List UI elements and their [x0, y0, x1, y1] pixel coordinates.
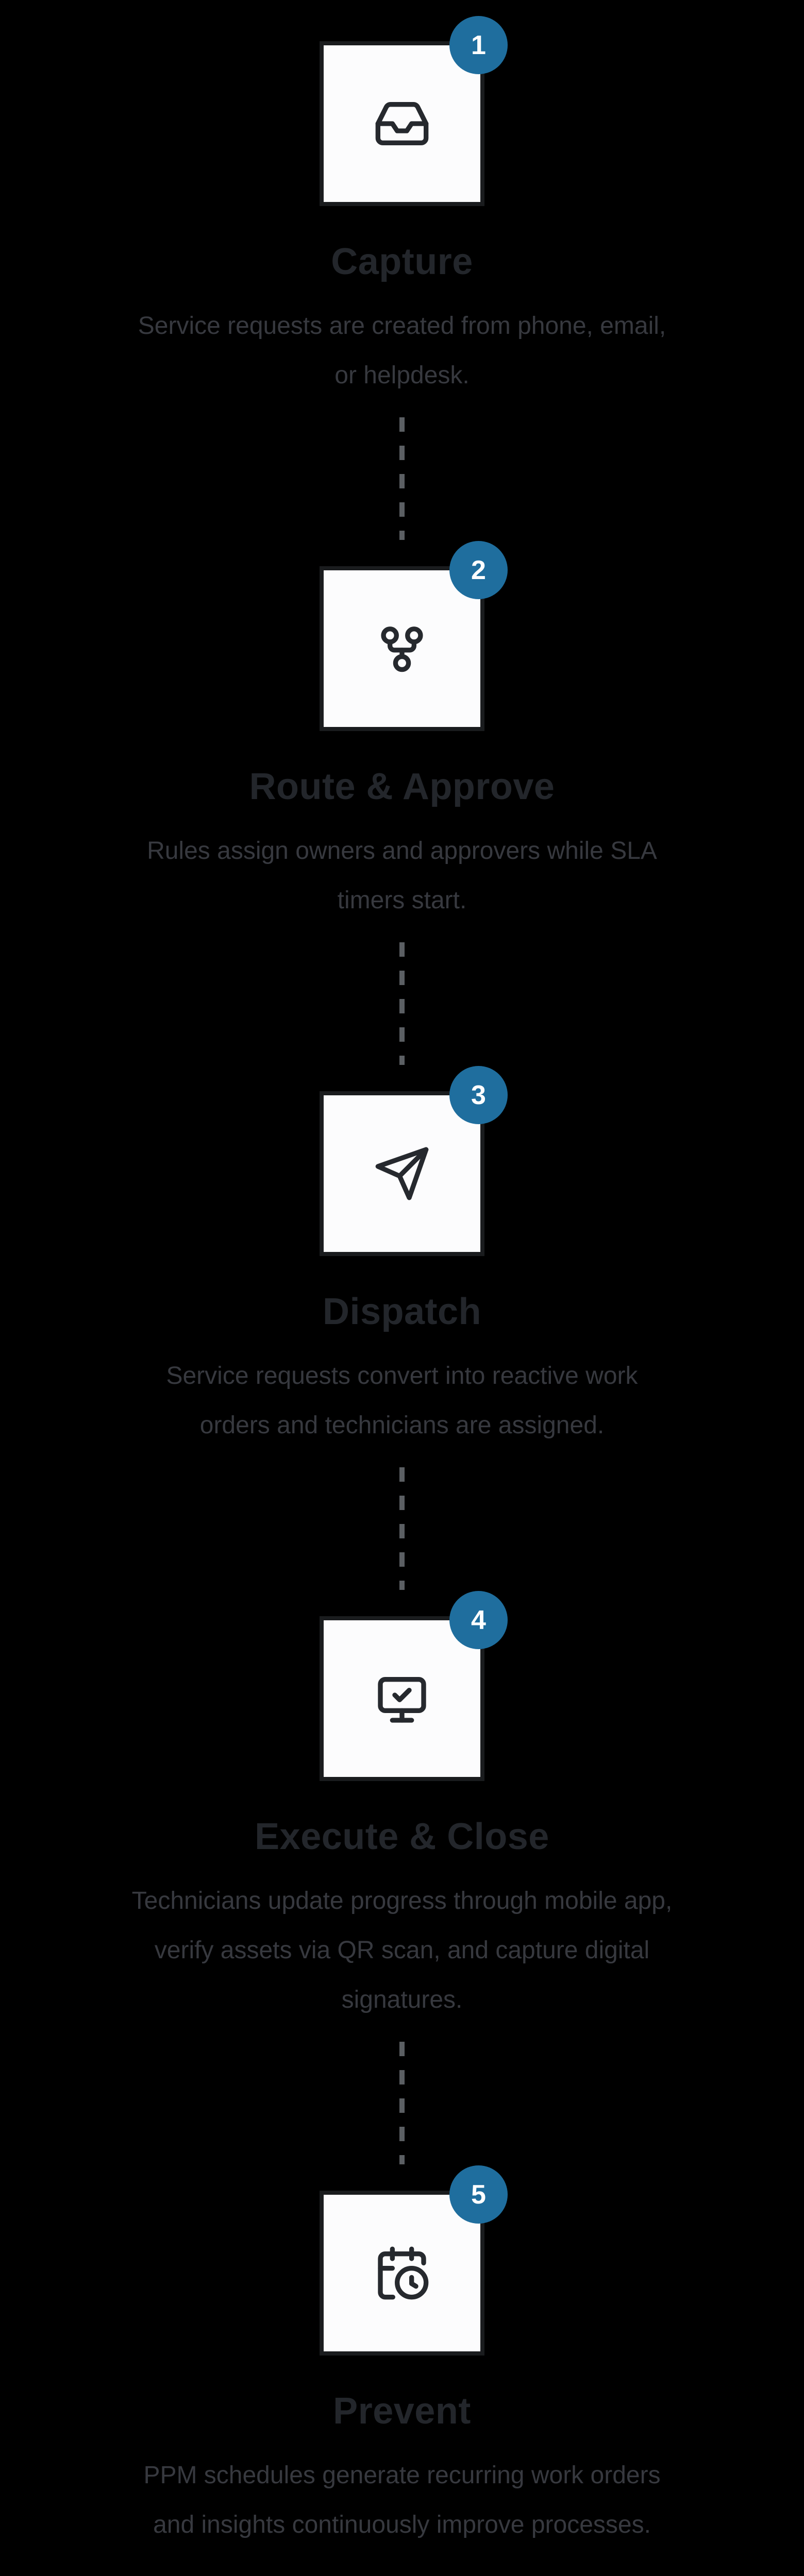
step-number-badge: 3	[449, 1066, 508, 1124]
step-title: Prevent	[333, 2391, 471, 2432]
monitor-check-icon	[378, 1677, 426, 1723]
step-prevent: 5 Prevent PPM schedules generate recurri…	[143, 2165, 661, 2550]
inbox-icon	[375, 102, 429, 146]
step-card: 4	[319, 1591, 508, 1781]
step-title: Execute & Close	[255, 1816, 549, 1857]
connector-dashed-line	[399, 1467, 405, 1590]
step-description: Technicians update progress through mobi…	[131, 1887, 673, 2013]
calendar-clock-icon	[378, 2246, 429, 2300]
step-execute-close: 4 Execute & Close Technicians update pro…	[131, 1591, 673, 2025]
step-number-badge: 5	[449, 2165, 508, 2224]
step-number-badge: 4	[449, 1591, 508, 1649]
step-description: PPM schedules generate recurring work or…	[143, 2462, 661, 2538]
step-title: Dispatch	[322, 1291, 482, 1332]
step-card: 1	[320, 16, 508, 206]
step-description: Rules assign owners and approvers while …	[147, 837, 657, 914]
step-card: 3	[319, 1066, 508, 1256]
step-route-approve: 2 Route & Approve Rules assign owners an…	[147, 541, 657, 925]
step-description: Service requests are created from phone,…	[138, 312, 666, 389]
step-number-badge: 2	[449, 541, 508, 599]
merge-icon	[381, 626, 423, 672]
connector-dashed-line	[399, 942, 405, 1065]
step-capture: 1 Capture Service requests are created f…	[138, 16, 666, 400]
step-card: 5	[320, 2165, 508, 2355]
step-number: 3	[471, 1080, 486, 1110]
step-number: 2	[471, 555, 486, 585]
step-card: 2	[319, 541, 508, 731]
step-description: Service requests convert into reactive w…	[166, 1362, 638, 1439]
step-title: Capture	[331, 241, 473, 282]
step-dispatch: 3 Dispatch Service requests convert into…	[166, 1066, 638, 1450]
connector-dashed-line	[399, 417, 405, 540]
step-number: 5	[471, 2179, 486, 2210]
send-icon	[375, 1147, 429, 1200]
step-number-badge: 1	[449, 16, 508, 74]
step-title: Route & Approve	[249, 766, 555, 807]
step-number: 4	[471, 1605, 486, 1635]
connector-dashed-line	[399, 2042, 405, 2164]
step-number: 1	[471, 30, 486, 60]
